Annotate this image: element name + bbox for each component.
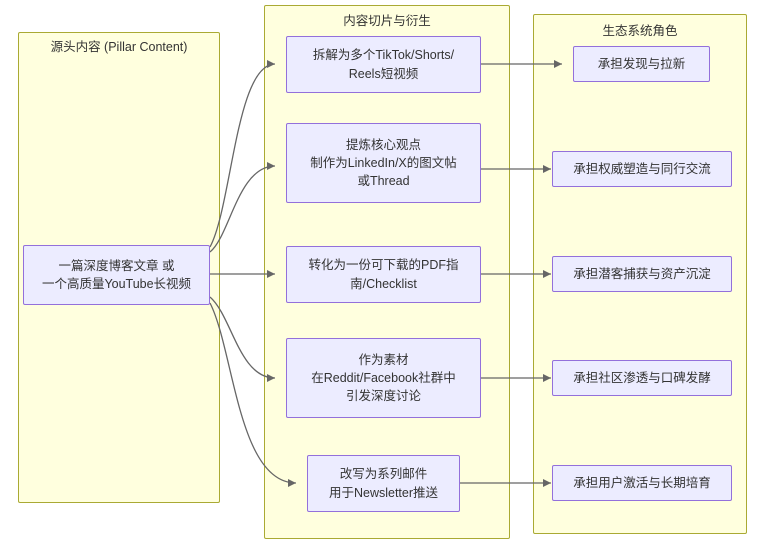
node-community-discussion-line-2: 在Reddit/Facebook社群中 [311, 370, 456, 385]
cluster-derivative-title: 内容切片与衍生 [343, 14, 431, 28]
node-social-post[interactable]: 提炼核心观点 制作为LinkedIn/X的图文帖 或Thread [286, 123, 481, 203]
node-newsletter-series-line-1: 改写为系列邮件 [339, 467, 428, 482]
node-role-leadgen-label: 承担潜客捕获与资产沉淀 [573, 266, 711, 281]
node-role-word-of-mouth[interactable]: 承担社区渗透与口碑发酵 [552, 360, 732, 396]
node-community-discussion-line-3: 引发深度讨论 [345, 389, 421, 404]
node-role-discovery-label: 承担发现与拉新 [597, 56, 686, 71]
node-role-leadgen[interactable]: 承担潜客捕获与资产沉淀 [552, 256, 732, 292]
node-pillar-content[interactable]: 一篇深度博客文章 或 一个高质量YouTube长视频 [23, 245, 210, 305]
node-newsletter-series-line-2: 用于Newsletter推送 [328, 485, 439, 500]
node-social-post-line-3: 或Thread [357, 174, 410, 189]
node-role-discovery[interactable]: 承担发现与拉新 [573, 46, 710, 82]
node-social-post-line-2: 制作为LinkedIn/X的图文帖 [310, 155, 457, 170]
node-pillar-content-line-1: 一篇深度博客文章 或 [58, 258, 175, 273]
node-social-post-line-1: 提炼核心观点 [345, 137, 421, 152]
node-role-retention[interactable]: 承担用户激活与长期培育 [552, 465, 732, 501]
cluster-ecosystem-title: 生态系统角色 [602, 24, 678, 38]
node-role-word-of-mouth-label: 承担社区渗透与口碑发酵 [573, 370, 711, 385]
node-community-discussion[interactable]: 作为素材 在Reddit/Facebook社群中 引发深度讨论 [286, 338, 481, 418]
node-pdf-guide-line-1: 转化为一份可下载的PDF指 [308, 258, 459, 273]
node-pillar-content-line-2: 一个高质量YouTube长视频 [41, 277, 192, 291]
node-pdf-guide[interactable]: 转化为一份可下载的PDF指 南/Checklist [286, 246, 481, 303]
node-newsletter-series[interactable]: 改写为系列邮件 用于Newsletter推送 [307, 455, 460, 512]
cluster-source-title: 源头内容 (Pillar Content) [50, 40, 188, 54]
node-community-discussion-line-1: 作为素材 [358, 352, 409, 367]
node-role-authority-label: 承担权威塑造与同行交流 [573, 161, 711, 176]
node-short-video[interactable]: 拆解为多个TikTok/Shorts/ Reels短视频 [286, 36, 481, 93]
node-role-retention-label: 承担用户激活与长期培育 [573, 475, 711, 490]
node-role-authority[interactable]: 承担权威塑造与同行交流 [552, 151, 732, 187]
node-short-video-line-1: 拆解为多个TikTok/Shorts/ [312, 48, 455, 63]
node-pdf-guide-line-2: 南/Checklist [350, 276, 417, 291]
node-short-video-line-2: Reels短视频 [348, 66, 419, 81]
